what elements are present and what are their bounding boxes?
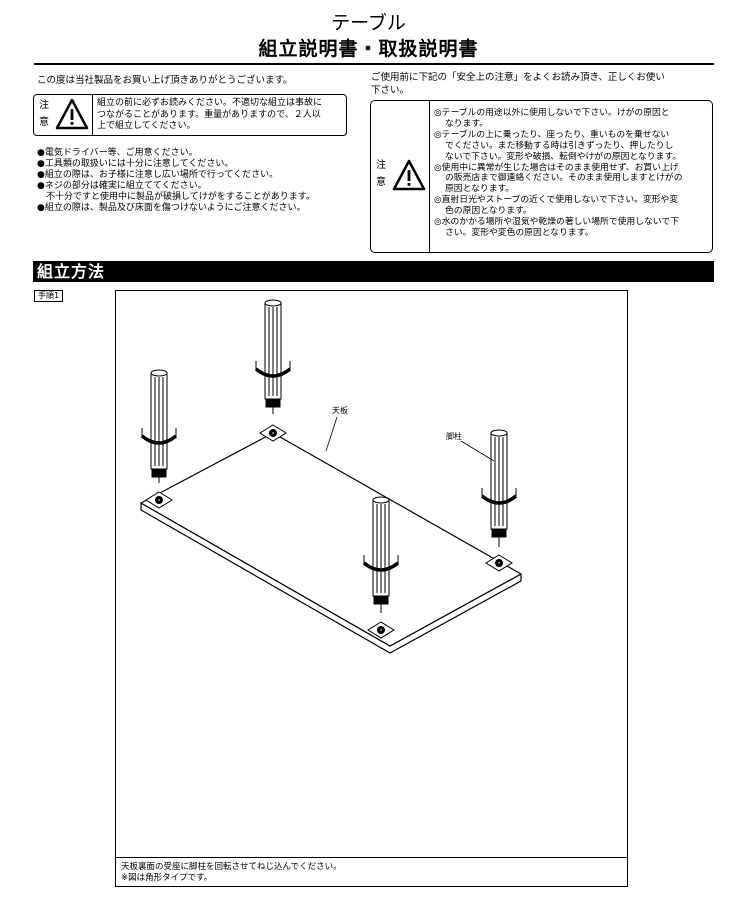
note-item: ●ネジの部分は確実に組立ててください。 [37,181,207,191]
safety-line: ◎使用中に異常が生じた場合はそのまま使用せず、お買い上げ [434,162,679,173]
caution-line: 上で組立してください。 [97,121,196,131]
caution-label-top: 注 [39,100,49,111]
document-subtitle: 組立説明書・取扱説明書 [258,38,479,60]
safety-text: ◎テーブルの用途以外に使用しないで下さい。けがの原因と なります。 ◎テーブルの… [434,108,683,239]
note-item: ●組立の際は、お子様に注意し広い場所で行ってください。 [37,170,279,180]
caution-divider [92,95,93,135]
legs [140,299,518,613]
safety-line: なります。 [445,118,489,129]
safety-line: 原因となります。 [445,184,515,195]
right-intro-line: 下さい。 [371,84,410,96]
caution-label-bottom: 意 [39,117,49,128]
assembly-caution-box: 注 意 組立の前に必ずお読みください。不適切な組立は事故に つながることがありま… [33,94,347,136]
title-rule [34,63,714,65]
tabletop [140,432,522,647]
caution-label-top: 注 [376,160,386,171]
caption-line: ※図は角形タイプです。 [121,872,213,883]
safety-line: でください。また移動する時は引きずったり、押したりし [445,140,674,151]
note-item: ●工具類の取扱いには十分に注意してください。 [37,159,234,169]
right-intro: ご使用前に下記の「安全上の注意」をよくお読み頂き、正しくお使い 下さい。 [371,72,711,97]
caution-label-bottom: 意 [376,177,386,188]
note-item: ●電気ドライバー等、ご用意ください。 [37,148,198,158]
safety-line: さい。変形や変色の原因となります。 [445,227,594,238]
table-leg [254,299,292,414]
safety-line: の販売店まで御連絡ください。そのまま使用しますとけがの [445,173,683,184]
table-leg [140,369,178,483]
safety-line: ◎テーブルの上に乗ったり、座ったり、重いものを乗せない [434,129,670,140]
section-title: 組立方法 [37,262,106,281]
caution-divider [429,101,430,252]
table-leg [480,429,518,547]
right-intro-line: ご使用前に下記の「安全上の注意」をよくお読み頂き、正しくお使い [371,72,665,83]
caption-divider [116,857,627,858]
safety-line: ◎直射日光やストーブの近くで使用しないで下さい。変形や変 [434,195,679,206]
document-title: テーブル [331,12,406,34]
safety-caution-box: 注 意 ◎テーブルの用途以外に使用しないで下さい。けがの原因と なります。 ◎テ… [370,100,713,253]
safety-line: 色の原因となります。 [445,206,532,217]
note-item: 不十分ですと使用中に製品が破損してけがをすることがあります。 [46,192,315,202]
assembly-figure: 天板 脚柱 天板裏面の受座に脚柱を回転させてねじ込んでください。 ※図は角形タイ… [115,290,628,887]
safety-line: ◎テーブルの用途以外に使用しないで下さい。けがの原因と [434,108,670,118]
corner-plates [145,424,513,639]
table-assembly-illustration [140,299,522,654]
step-label: 手順1 [34,290,64,302]
warning-triangle-icon [55,98,89,130]
table-leg [362,496,400,613]
caution-text: 組立の前に必ずお読みください。不適切な組立は事故に つながることがあります。重量… [97,98,322,133]
assembly-notes: ●電気ドライバー等、ご用意ください。 ●工具類の取扱いには十分に注意してください… [37,148,315,214]
caption-line: 天板裏面の受座に脚柱を回転させてねじ込んでください。 [121,862,342,872]
caution-line: つながることがあります。重量がありますので、２人以 [97,109,321,120]
tabletop-label: 天板 [332,406,348,415]
left-intro: この度は当社製品をお買い上げ頂きありがとうございます。 [37,75,293,86]
safety-line: ◎水のかかる場所や湿気や乾燥の著しい場所で使用しないで下 [434,217,679,228]
section-header: 組立方法 [33,261,714,282]
leg-label: 脚柱 [446,432,462,441]
safety-line: ないで下さい。変形や破損、転倒やけがの原因となります。 [445,151,682,162]
note-item: ●組立の際は、製品及び床面を傷つけないようにご注意ください。 [37,203,306,213]
caution-line: 組立の前に必ずお読みください。不適切な組立は事故に [97,98,323,108]
figure-caption: 天板裏面の受座に脚柱を回転させてねじ込んでください。 ※図は角形タイプです。 [121,862,342,883]
warning-triangle-icon [392,159,426,191]
